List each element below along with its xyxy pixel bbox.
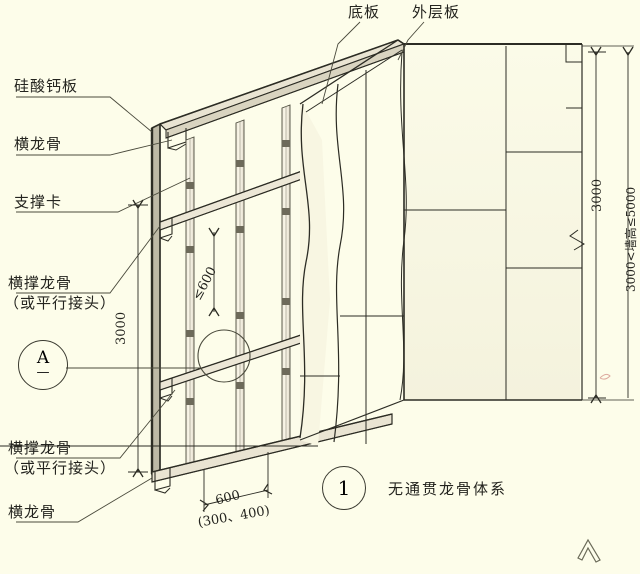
detail-marker-a[interactable]: A — [18,340,68,390]
label-calcium-silicate-board: 硅酸钙板 [14,77,79,95]
detail-marker-letter: A [36,347,50,368]
dim-bottom-line [203,489,269,506]
leader-cross-brace-2 [16,389,176,459]
scan-artifact-mark [599,373,611,380]
figure-caption: 无通贯龙骨体系 [388,480,508,498]
label-horizontal-runner-bottom: 横龙骨 [8,503,57,521]
break-line-mid-board [333,83,345,443]
dim-text-left-vertical: 3000 [114,311,129,345]
label-horizontal-runner-top: 横龙骨 [14,135,63,153]
label-cross-brace-stud-1: 横撑龙骨 [8,274,73,292]
top-runner-channel [158,39,406,151]
label-support-clip: 支撑卡 [14,193,63,211]
dim-text-right-wall-height: 3000<墙高≤5000 [624,186,638,292]
leader-calcium-silicate-board [16,96,153,133]
label-cross-brace-stud-1-note: （或平行接头） [4,294,117,312]
dimension-lines [128,45,634,512]
label-cross-brace-stud-2: 横撑龙骨 [8,439,73,457]
vertical-stud [185,136,195,468]
cross-brace-runner-upper [159,165,317,242]
board-panel-face [0,39,583,447]
figure-number: 1 [337,476,351,500]
leader-horizontal-runner-top [16,139,173,156]
leader-base-board [321,21,361,105]
cross-brace-runner-middle [159,329,317,402]
break-symbol-right [569,229,585,251]
detail-marker-sub: — [36,364,50,380]
vertical-stud [235,119,245,454]
leader-outer-layer-board [397,21,425,61]
label-cross-brace-stud-2-note: （或平行接头） [4,459,117,477]
leader-lines [16,21,425,523]
corner-arrow-mark [577,538,601,563]
break-line-outer-board [399,51,407,401]
leader-cross-brace-1 [16,225,161,294]
figure-number-marker[interactable]: 1 [322,466,366,510]
vertical-stud [281,104,291,442]
dim-text-right-vertical: 3000 [590,178,605,212]
label-base-board: 底板 [348,3,381,21]
leader-support-clip [16,177,191,213]
detail-callout-circle [197,329,251,383]
label-outer-layer-board: 外层板 [412,3,461,21]
leader-horizontal-runner-bottom [16,477,153,523]
wall-left-edge-board [150,122,161,476]
